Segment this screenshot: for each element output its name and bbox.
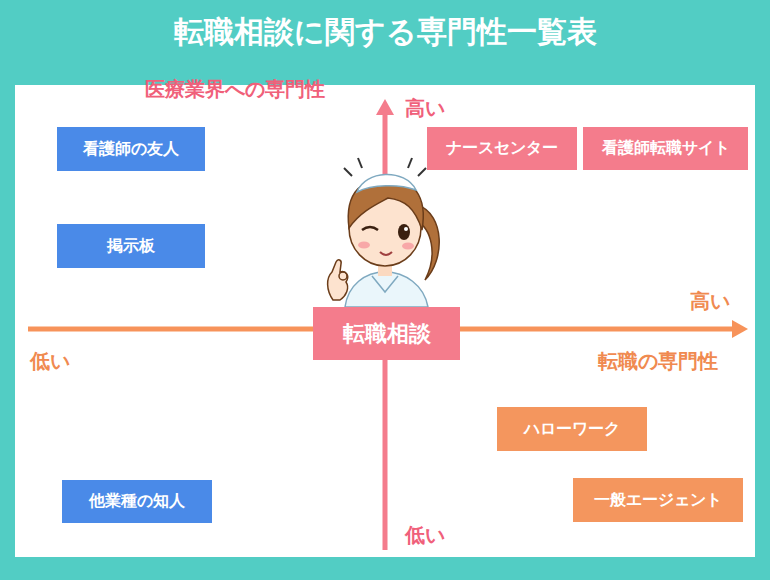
box-text: ハローワーク: [524, 419, 620, 440]
source-box: ハローワーク: [497, 407, 647, 451]
axis-label: 低い: [30, 348, 70, 375]
axis-label: 低い: [405, 522, 445, 549]
box-text: 転職相談: [343, 319, 431, 349]
source-box: ナースセンター: [427, 127, 577, 170]
axis-label: 医療業界への専門性: [145, 76, 325, 103]
source-box: 掲示板: [57, 224, 205, 268]
box-text: ナースセンター: [446, 138, 558, 159]
box-text: 一般エージェント: [594, 490, 722, 511]
box-text: 看護師転職サイト: [602, 138, 730, 159]
box-text: 看護師の友人: [83, 139, 179, 160]
box-text: 他業種の知人: [89, 491, 185, 512]
axis-arrowhead: [732, 320, 748, 338]
axis-label: 高い: [405, 95, 445, 122]
box-text: 掲示板: [107, 236, 155, 257]
axis-label: 高い: [690, 288, 730, 315]
source-box: 看護師転職サイト: [583, 127, 748, 170]
nurse-illustration: [328, 158, 440, 307]
axis-label: 転職の専門性: [598, 348, 718, 375]
source-box: 看護師の友人: [57, 127, 205, 171]
title: 転職相談に関する専門性一覧表: [0, 12, 770, 53]
source-box: 他業種の知人: [62, 480, 212, 523]
source-box: 一般エージェント: [573, 478, 743, 522]
axis-arrowhead: [376, 99, 394, 115]
center-box: 転職相談: [313, 307, 460, 360]
